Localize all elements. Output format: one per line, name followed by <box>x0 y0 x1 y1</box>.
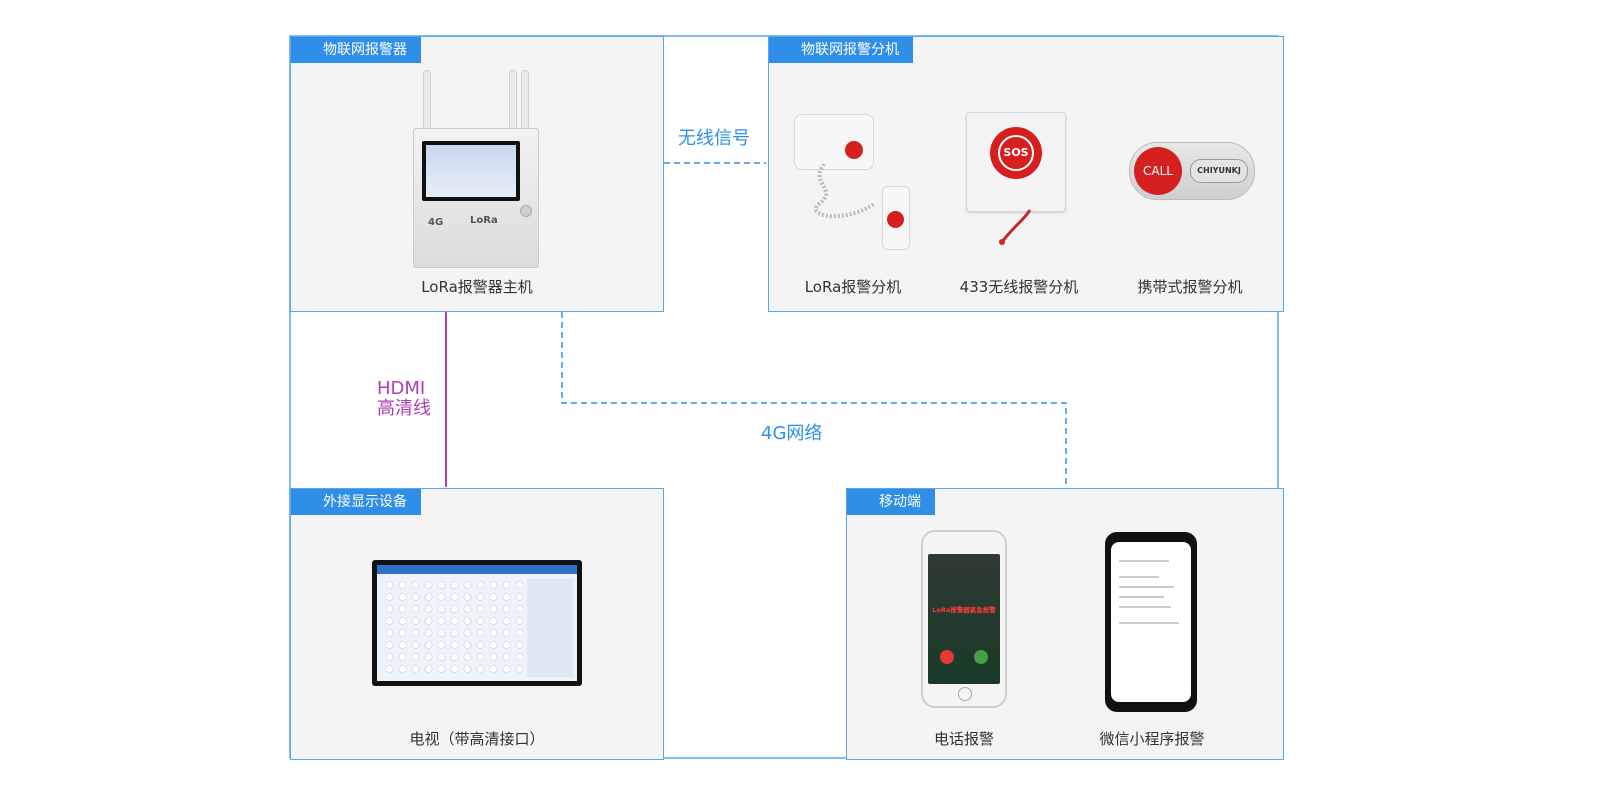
host-lora-mark: LoRa <box>470 215 498 226</box>
screen-line <box>1119 622 1179 624</box>
device-label-tv: 电视（带高清接口） <box>409 730 545 748</box>
decline-icon <box>940 650 954 664</box>
antenna <box>509 70 517 134</box>
device-label-phone-call: 电话报警 <box>933 730 995 748</box>
tv-title-bar <box>377 565 577 574</box>
host-4g-mark: 4G <box>428 217 444 228</box>
sos-text: SOS <box>998 135 1034 171</box>
antenna <box>423 70 431 134</box>
host-knob <box>520 205 532 217</box>
accept-icon <box>974 650 988 664</box>
device-label-433-subunit: 433无线报警分机 <box>959 278 1079 296</box>
hdmi-label-line1: HDMI <box>377 378 426 399</box>
device-label-lora-host: LoRa报警器主机 <box>421 278 533 296</box>
tv-room-grid <box>383 579 523 677</box>
screen-line <box>1119 606 1171 608</box>
hdmi-label-line2: 高清线 <box>377 398 431 419</box>
home-button <box>958 687 972 701</box>
panel-tag-mobile: 移动端 <box>847 489 935 515</box>
subunit-pendant <box>882 186 910 250</box>
lora-alarm-host-image: 4G LoRa <box>413 70 541 270</box>
screen-line <box>1119 596 1164 598</box>
host-body: 4G LoRa <box>413 128 539 268</box>
sos-subunit-image: SOS <box>966 112 1066 245</box>
phone-alert-text: LoRa报警器紧急报警 <box>932 606 996 614</box>
sos-button: SOS <box>990 127 1042 179</box>
panel-tag-external-display: 外接显示设备 <box>291 489 421 515</box>
pull-cord <box>999 209 1032 245</box>
tv-side-panel <box>527 579 573 677</box>
hdmi-cable-label: HDMI 高清线 <box>377 379 431 419</box>
lora-subunit-image <box>794 110 914 250</box>
sos-box: SOS <box>966 112 1066 212</box>
screen-line <box>1119 560 1169 562</box>
pendant-call-button <box>887 211 904 228</box>
tv-screen <box>377 565 577 681</box>
panel-mobile: 移动端 <box>846 488 1284 760</box>
panel-tag-alarm-subunits: 物联网报警分机 <box>769 37 913 63</box>
miniprogram-screen <box>1111 542 1191 702</box>
antenna <box>521 70 529 134</box>
tv-display-image <box>372 560 582 686</box>
wechat-miniprogram-image <box>1105 532 1197 712</box>
device-label-lora-subunit: LoRa报警分机 <box>804 278 902 296</box>
device-label-wechat-miniprogram: 微信小程序报警 <box>1099 730 1205 748</box>
call-text: CALL <box>1134 147 1182 195</box>
wireless-signal-label: 无线信号 <box>678 128 750 149</box>
phone-call-image: LoRa报警器紧急报警 <box>921 530 1007 708</box>
4g-network-label: 4G网络 <box>761 423 823 444</box>
portable-subunit-image: CALL CHIYUNKJ <box>1129 142 1255 200</box>
host-screen <box>422 141 520 201</box>
brand-text: CHIYUNKJ <box>1190 159 1248 183</box>
call-button <box>845 141 863 159</box>
screen-line <box>1119 576 1159 578</box>
device-label-portable-subunit: 携带式报警分机 <box>1137 278 1243 296</box>
phone-call-screen: LoRa报警器紧急报警 <box>928 554 1000 684</box>
coiled-cord <box>814 164 876 219</box>
subunit-base <box>794 114 874 170</box>
screen-line <box>1119 586 1174 588</box>
network-link-line <box>561 312 1067 487</box>
panel-tag-alarm-host: 物联网报警器 <box>291 37 421 63</box>
